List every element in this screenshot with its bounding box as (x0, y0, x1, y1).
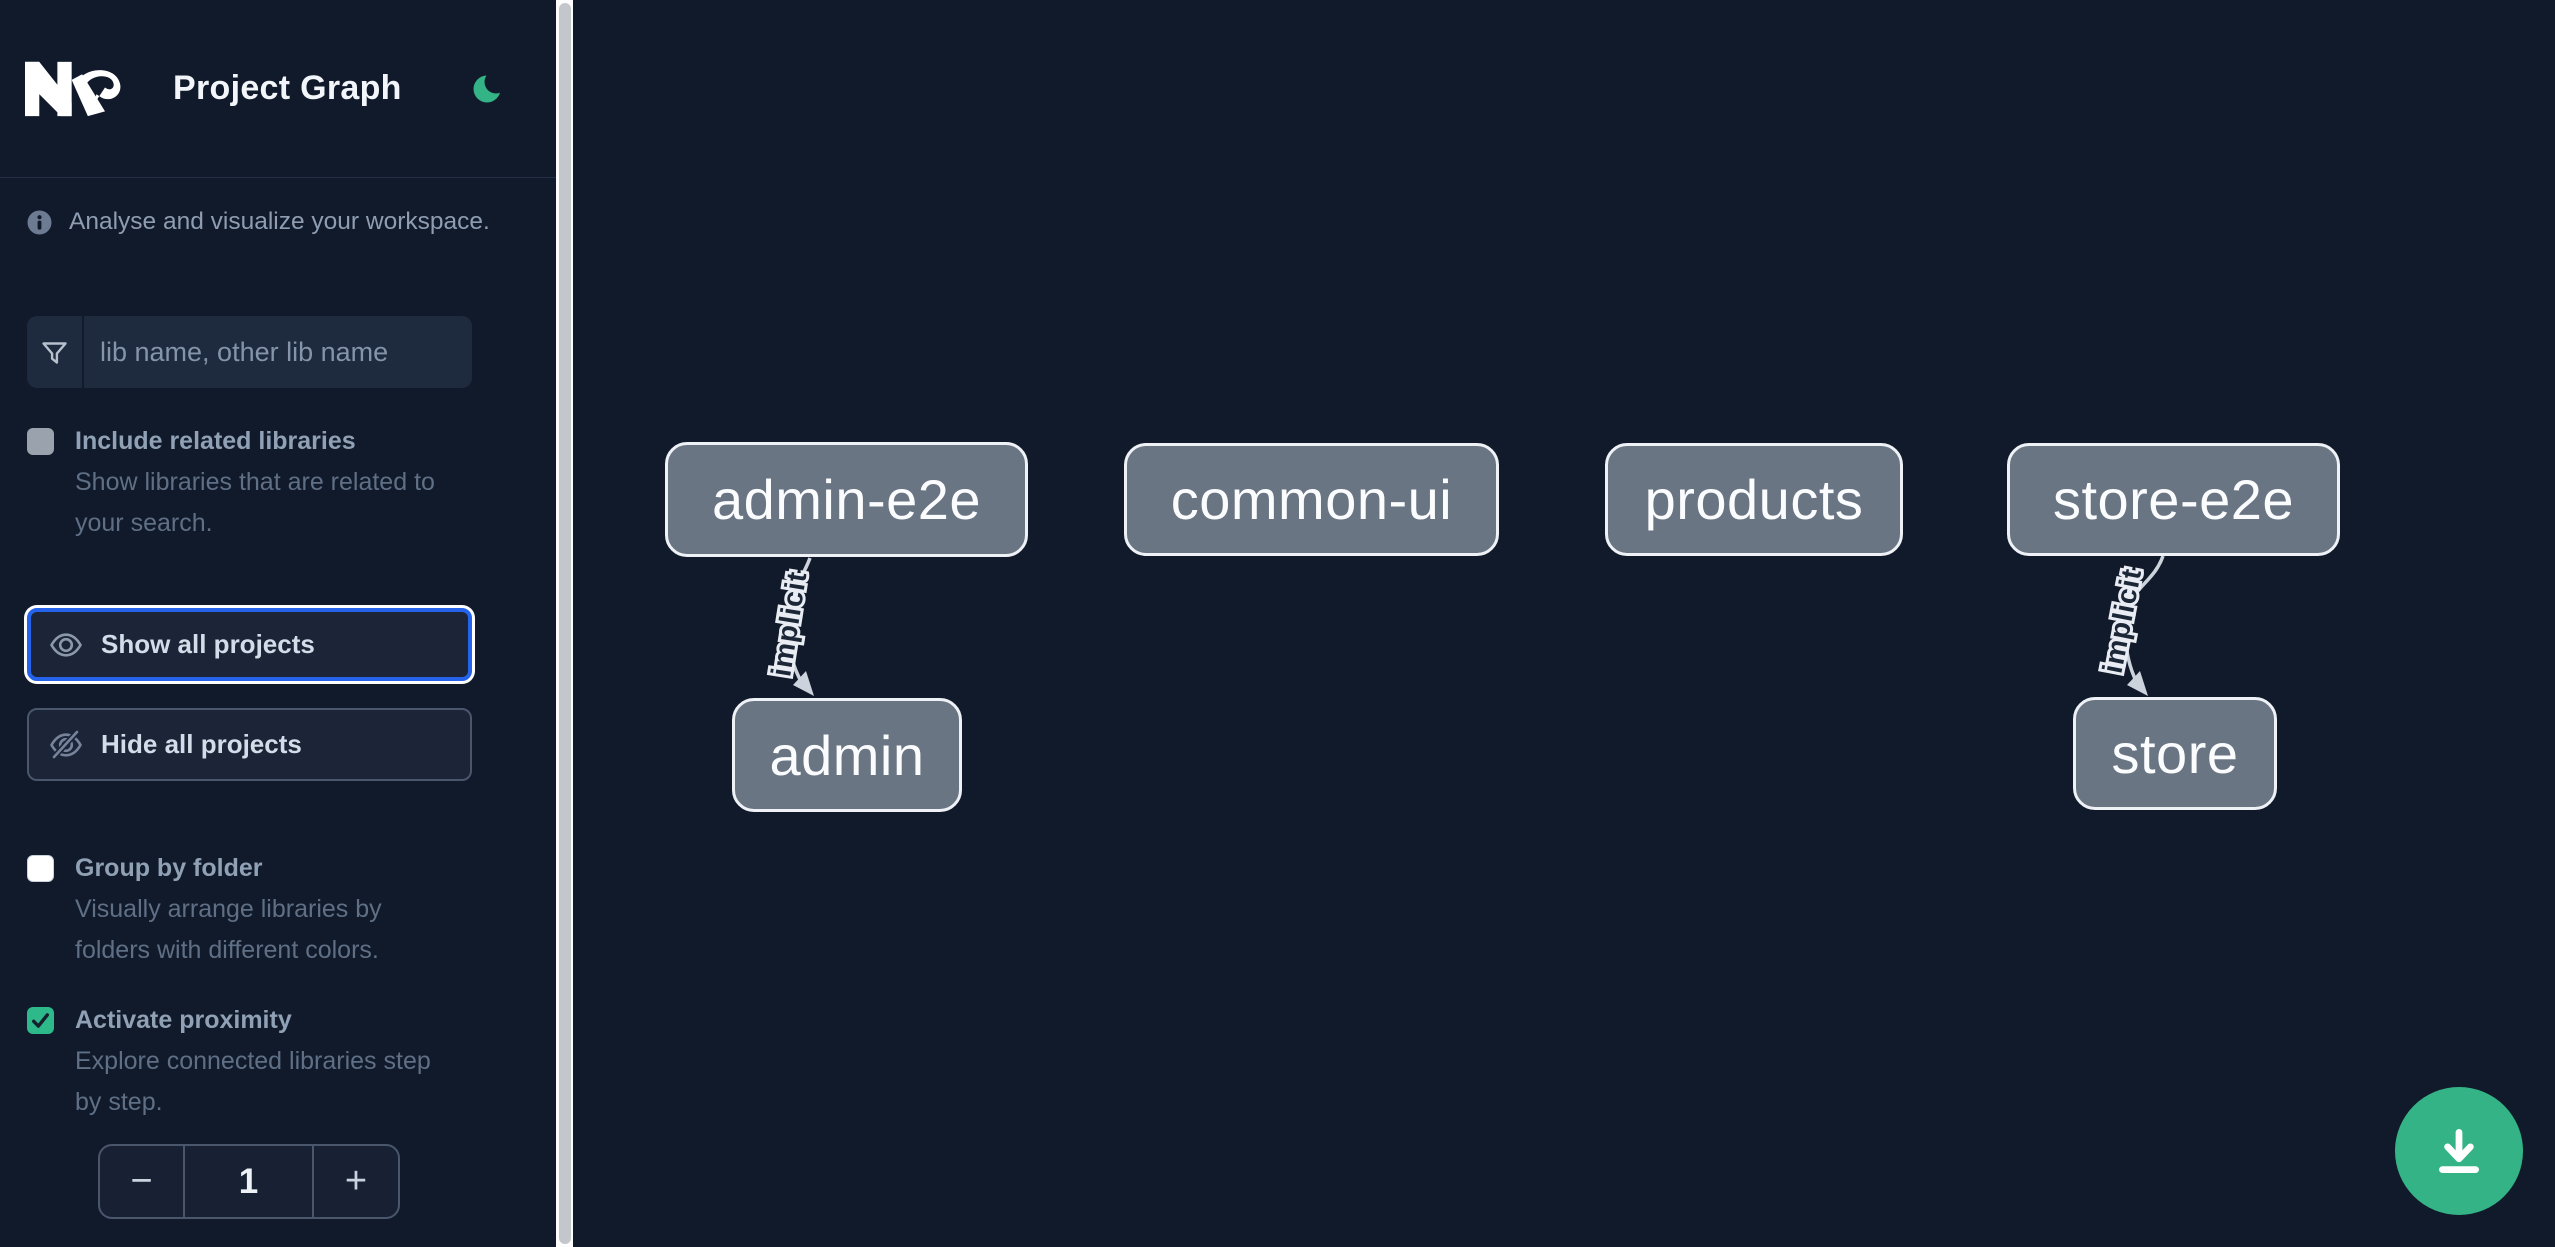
sidebar-scrollbar[interactable] (556, 0, 573, 1247)
info-icon (27, 210, 52, 234)
edge-label-implicit: implicit (765, 569, 812, 679)
edge-admin-e2e-admin (786, 557, 812, 684)
group-by-folder-description: Visually arrange libraries by folders wi… (75, 895, 382, 964)
page-title: Project Graph (173, 69, 402, 107)
node-admin[interactable]: admin (732, 698, 962, 812)
increment-button[interactable]: + (312, 1146, 398, 1217)
arrowhead-icon (2127, 671, 2148, 696)
activate-proximity-checkbox[interactable] (27, 1007, 54, 1034)
group-by-folder-row: Group by folder Visually arrange librari… (27, 852, 506, 971)
include-related-description: Show libraries that are related to your … (75, 468, 435, 537)
theme-toggle-button[interactable] (473, 70, 508, 105)
activate-proximity-texts: Activate proximity Explore connected lib… (75, 1004, 506, 1123)
filter-input[interactable] (84, 316, 472, 388)
edge-label-implicit: implicit (2097, 566, 2148, 676)
eye-icon (50, 632, 82, 657)
decrement-button[interactable]: − (100, 1146, 185, 1217)
activate-proximity-row: Activate proximity Explore connected lib… (27, 1004, 506, 1123)
moon-icon (473, 70, 508, 103)
graph-edges: implicit implicit (762, 555, 2165, 696)
include-related-row: Include related libraries Show libraries… (27, 425, 506, 544)
node-store[interactable]: store (2073, 697, 2277, 810)
filter-icon-cell (27, 316, 84, 388)
tagline-row: Analyse and visualize your workspace. (27, 207, 516, 237)
activate-proximity-description: Explore connected libraries step by step… (75, 1047, 431, 1116)
edge-store-e2e-store (2123, 555, 2165, 684)
node-store-e2e[interactable]: store-e2e (2007, 443, 2340, 556)
group-by-folder-checkbox[interactable] (27, 855, 54, 882)
node-admin-e2e[interactable]: admin-e2e (665, 442, 1028, 557)
funnel-icon (42, 341, 67, 364)
hide-all-projects-label: Hide all projects (101, 729, 302, 759)
group-by-folder-label: Group by folder (75, 854, 263, 882)
proximity-depth-value: 1 (238, 1161, 259, 1201)
show-all-projects-label: Show all projects (101, 629, 315, 659)
graph-canvas[interactable]: implicit implicit admin-e2e common-ui pr… (573, 0, 2555, 1247)
activate-proximity-label: Activate proximity (75, 1006, 292, 1034)
filter-box (27, 316, 472, 388)
sidebar: Project Graph Analyse and visualize your… (0, 0, 556, 1247)
node-common-ui[interactable]: common-ui (1124, 443, 1499, 556)
check-icon (31, 1013, 50, 1028)
include-related-checkbox[interactable] (27, 428, 54, 455)
include-related-texts: Include related libraries Show libraries… (75, 425, 506, 544)
proximity-depth-stepper: − 1 + (98, 1144, 400, 1219)
show-all-projects-button[interactable]: Show all projects (27, 608, 472, 681)
hide-all-projects-button[interactable]: Hide all projects (27, 708, 472, 781)
group-by-folder-texts: Group by folder Visually arrange librari… (75, 852, 506, 971)
download-icon (2439, 1128, 2479, 1174)
eye-slash-icon (50, 729, 82, 759)
download-graph-button[interactable] (2395, 1087, 2523, 1215)
include-related-label: Include related libraries (75, 427, 356, 455)
node-products[interactable]: products (1605, 443, 1903, 556)
sidebar-header: Project Graph (0, 0, 556, 178)
tagline-text: Analyse and visualize your workspace. (69, 208, 490, 235)
arrowhead-icon (793, 671, 814, 696)
nx-logo (25, 61, 121, 117)
sidebar-scrollbar-thumb[interactable] (558, 3, 571, 1244)
